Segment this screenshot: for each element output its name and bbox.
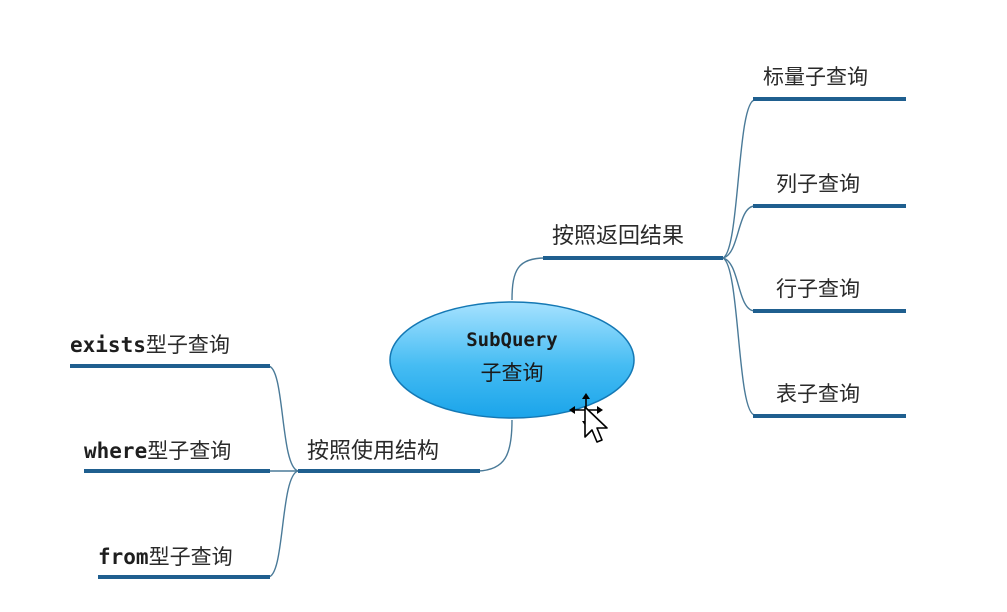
connector-result-column <box>722 205 756 259</box>
leaf-label-row: 行子查询 <box>776 277 860 301</box>
connector-center-to-structure <box>477 419 513 472</box>
branch-label-structure: 按照使用结构 <box>307 439 439 464</box>
center-node[interactable]: SubQuery 子查询 <box>389 301 635 419</box>
leaf-row-subquery[interactable]: 行子查询 <box>753 277 906 313</box>
connector-result-table <box>722 257 756 416</box>
branch-by-structure[interactable]: 按照使用结构 <box>298 419 513 473</box>
leaf-label-where: where型子查询 <box>84 439 231 463</box>
center-node-subtitle: 子查询 <box>481 361 544 385</box>
connector-result-row <box>722 257 756 312</box>
leaf-label-table: 表子查询 <box>776 382 860 406</box>
leaf-table-subquery[interactable]: 表子查询 <box>753 382 906 418</box>
leaf-label-column: 列子查询 <box>776 172 860 196</box>
center-node-title: SubQuery <box>466 329 558 351</box>
center-node-ellipse <box>389 301 635 419</box>
suffix-exists: 型子查询 <box>146 333 230 357</box>
result-leaf-connectors <box>722 99 756 416</box>
branch-label-result: 按照返回结果 <box>552 224 684 249</box>
leaf-scalar-subquery[interactable]: 标量子查询 <box>753 65 906 101</box>
suffix-where: 型子查询 <box>147 439 231 463</box>
connector-center-to-result <box>511 257 546 301</box>
leaf-label-exists: exists型子查询 <box>70 333 230 357</box>
move-cursor-icon <box>569 393 608 443</box>
leaf-label-from: from型子查询 <box>98 545 233 569</box>
keyword-where: where <box>84 439 147 463</box>
keyword-exists: exists <box>70 333 146 357</box>
keyword-from: from <box>98 545 149 569</box>
leaf-column-subquery[interactable]: 列子查询 <box>753 172 906 208</box>
connector-structure-from <box>267 470 299 578</box>
leaf-where-subquery[interactable]: where型子查询 <box>84 439 270 473</box>
leaf-exists-subquery[interactable]: exists型子查询 <box>70 333 270 368</box>
leaf-label-scalar: 标量子查询 <box>763 65 868 89</box>
connector-result-scalar <box>722 99 756 259</box>
branch-by-result[interactable]: 按照返回结果 <box>511 224 723 301</box>
leaf-from-subquery[interactable]: from型子查询 <box>98 545 270 579</box>
connector-structure-exists <box>267 365 299 472</box>
structure-leaf-connectors <box>267 365 299 578</box>
suffix-from: 型子查询 <box>149 545 233 569</box>
